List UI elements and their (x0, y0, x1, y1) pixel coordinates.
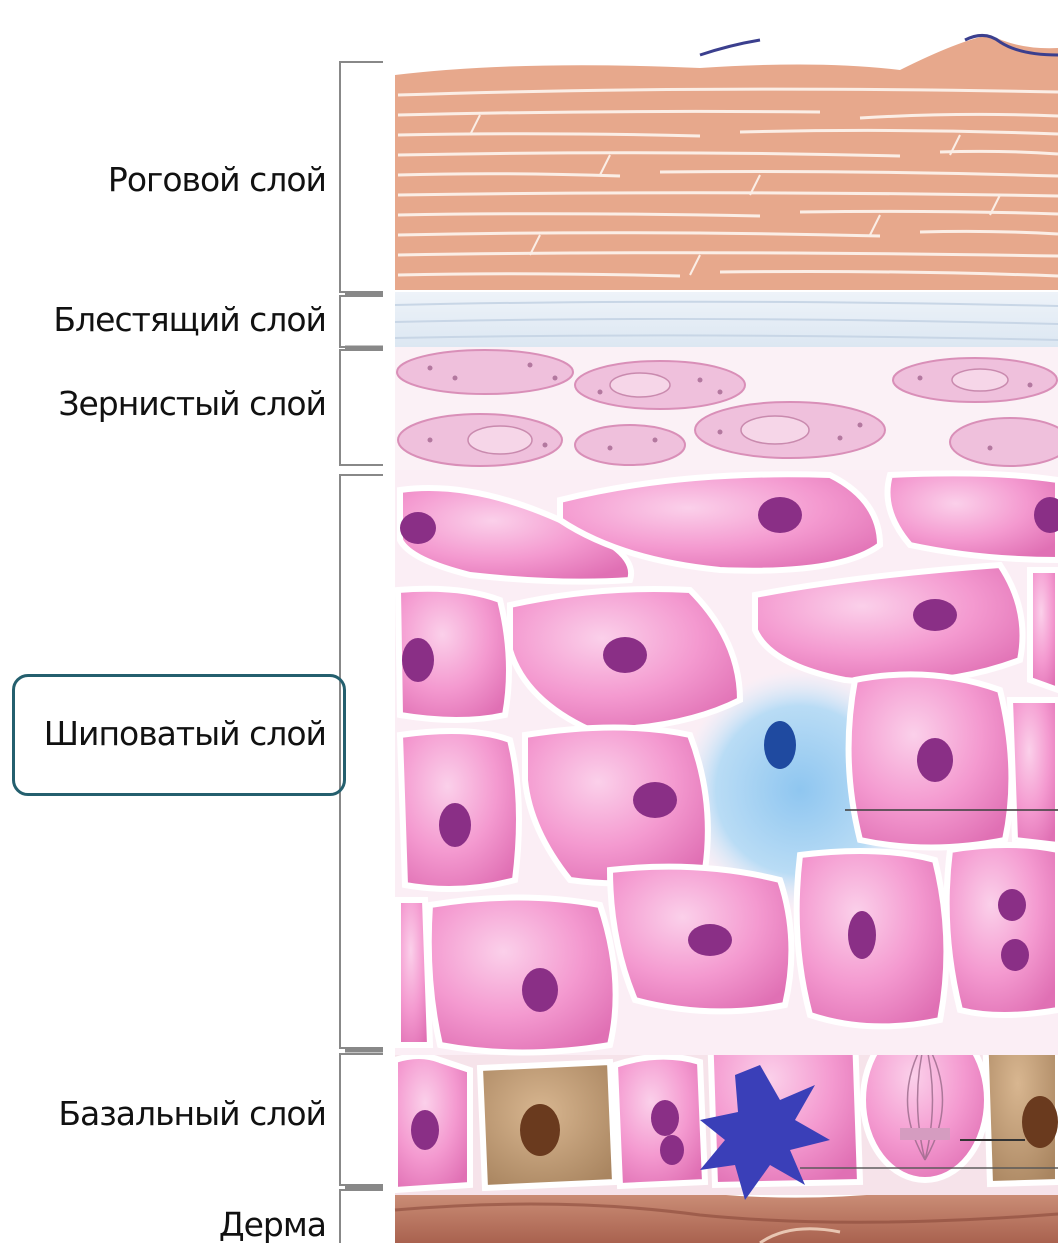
lucidum-layer (395, 292, 1058, 347)
label-horny-layer: Роговой слой (108, 160, 326, 199)
label-lucidum-layer: Блестящий слой (53, 300, 326, 339)
label-dermis: Дерма (219, 1205, 326, 1243)
spinous-layer (395, 470, 1058, 1055)
granular-layer (395, 345, 1058, 470)
label-granular-layer: Зернистый слой (58, 384, 326, 423)
label-basal-layer: Базальный слой (58, 1094, 326, 1133)
horny-layer (395, 35, 1058, 290)
label-spinous-layer: Шиповатый слой (44, 714, 326, 753)
layer-brackets (340, 62, 383, 1243)
